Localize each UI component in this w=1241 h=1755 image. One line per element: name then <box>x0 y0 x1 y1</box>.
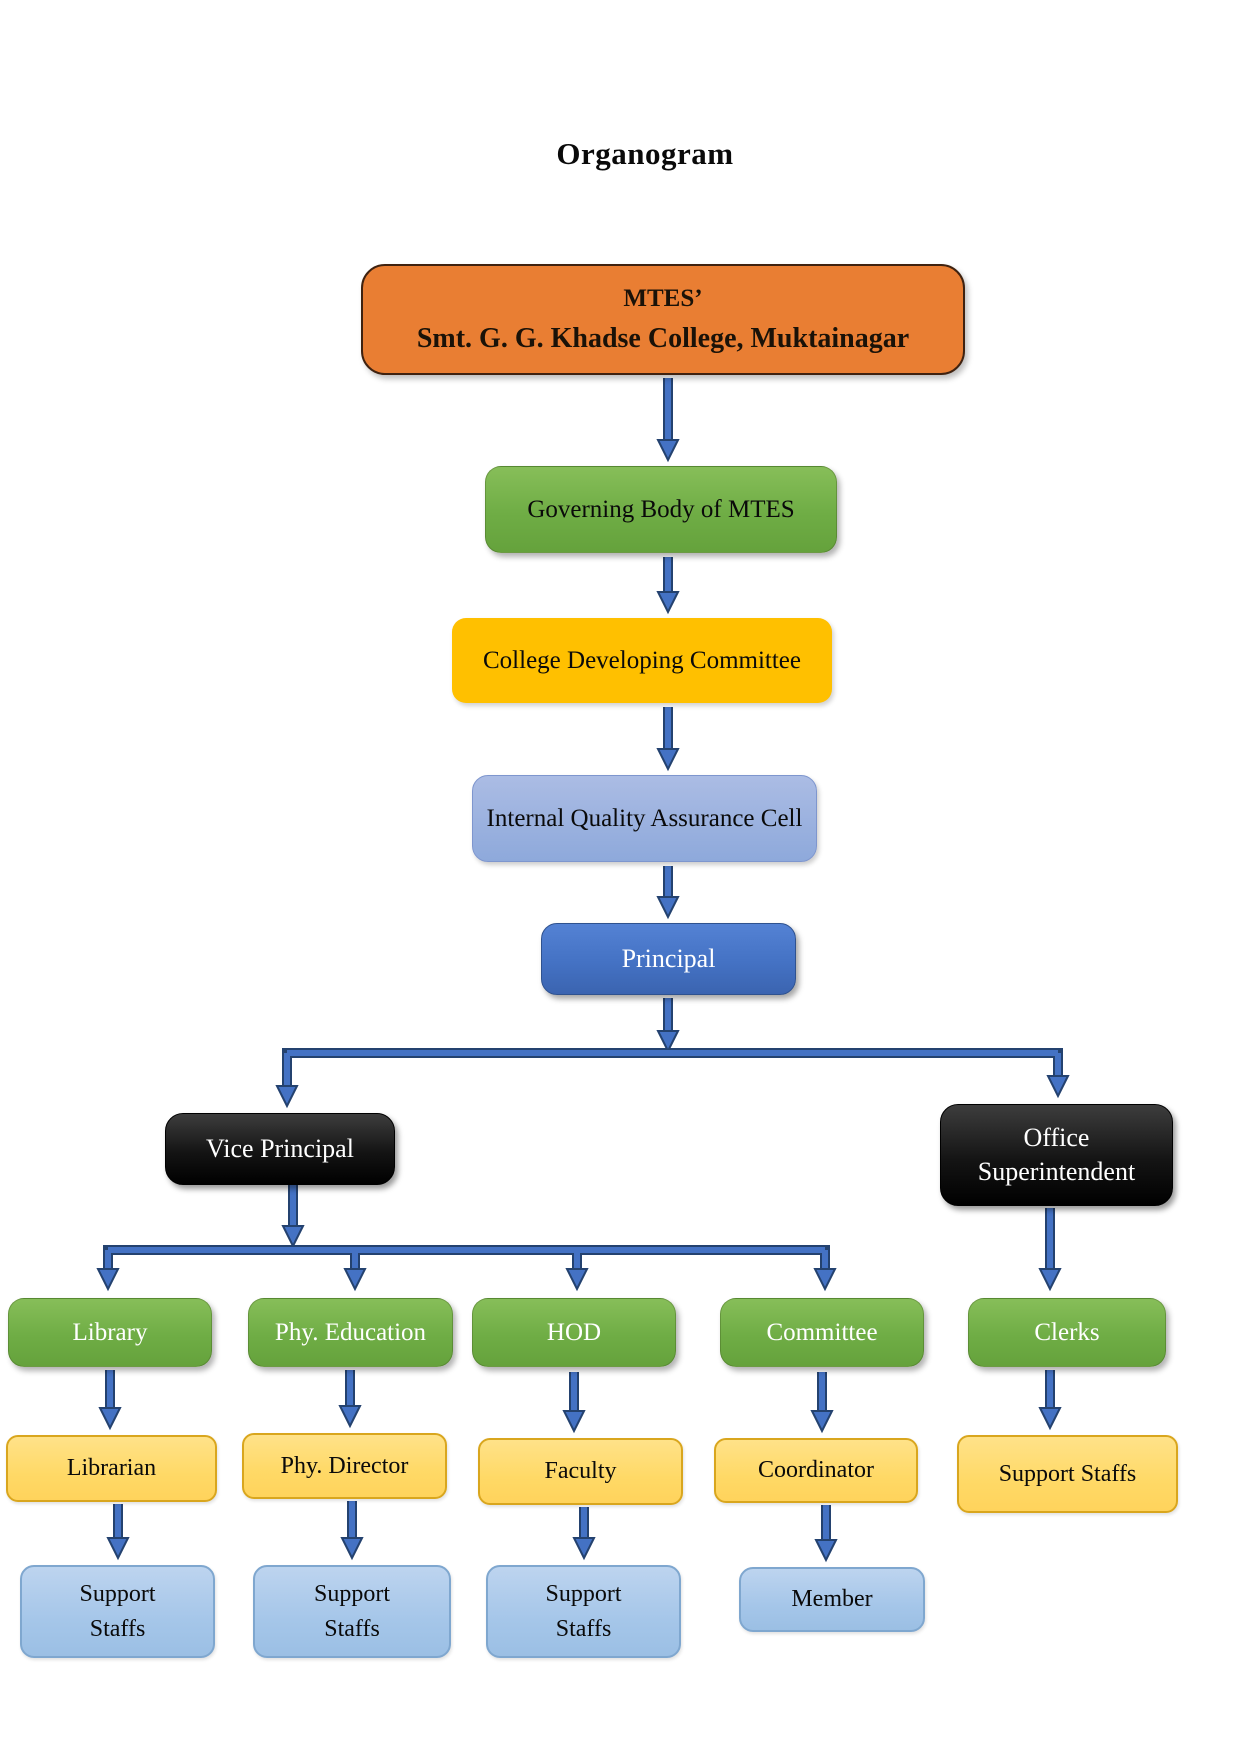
node-college-developing-committee: College Developing Committee <box>452 618 832 703</box>
node-iqac: Internal Quality Assurance Cell <box>472 775 817 862</box>
node-library: Library <box>8 1298 212 1367</box>
node-phy-support-staffs: Support Staffs <box>253 1565 451 1658</box>
root-society-name: MTES’ <box>623 284 703 312</box>
node-clerks-support-staffs: Support Staffs <box>957 1435 1178 1513</box>
node-phy-director: Phy. Director <box>242 1433 447 1499</box>
node-office-superintendent: Office Superintendent <box>940 1104 1173 1206</box>
node-member: Member <box>739 1567 925 1632</box>
node-principal: Principal <box>541 923 796 995</box>
page-title: Organogram <box>556 136 734 171</box>
node-faculty: Faculty <box>478 1438 683 1505</box>
node-committee: Committee <box>720 1298 924 1367</box>
node-hod: HOD <box>472 1298 676 1367</box>
node-governing-body: Governing Body of MTES <box>485 466 837 553</box>
node-root-institution: MTES’ Smt. G. G. Khadse College, Muktain… <box>361 264 965 375</box>
node-vice-principal: Vice Principal <box>165 1113 395 1185</box>
node-coordinator: Coordinator <box>714 1438 918 1503</box>
node-clerks: Clerks <box>968 1298 1166 1367</box>
node-hod-support-staffs: Support Staffs <box>486 1565 681 1658</box>
node-library-support-staffs: Support Staffs <box>20 1565 215 1658</box>
root-college-name: Smt. G. G. Khadse College, Muktainagar <box>416 322 910 354</box>
node-phy-education: Phy. Education <box>248 1298 453 1367</box>
node-librarian: Librarian <box>6 1435 217 1502</box>
